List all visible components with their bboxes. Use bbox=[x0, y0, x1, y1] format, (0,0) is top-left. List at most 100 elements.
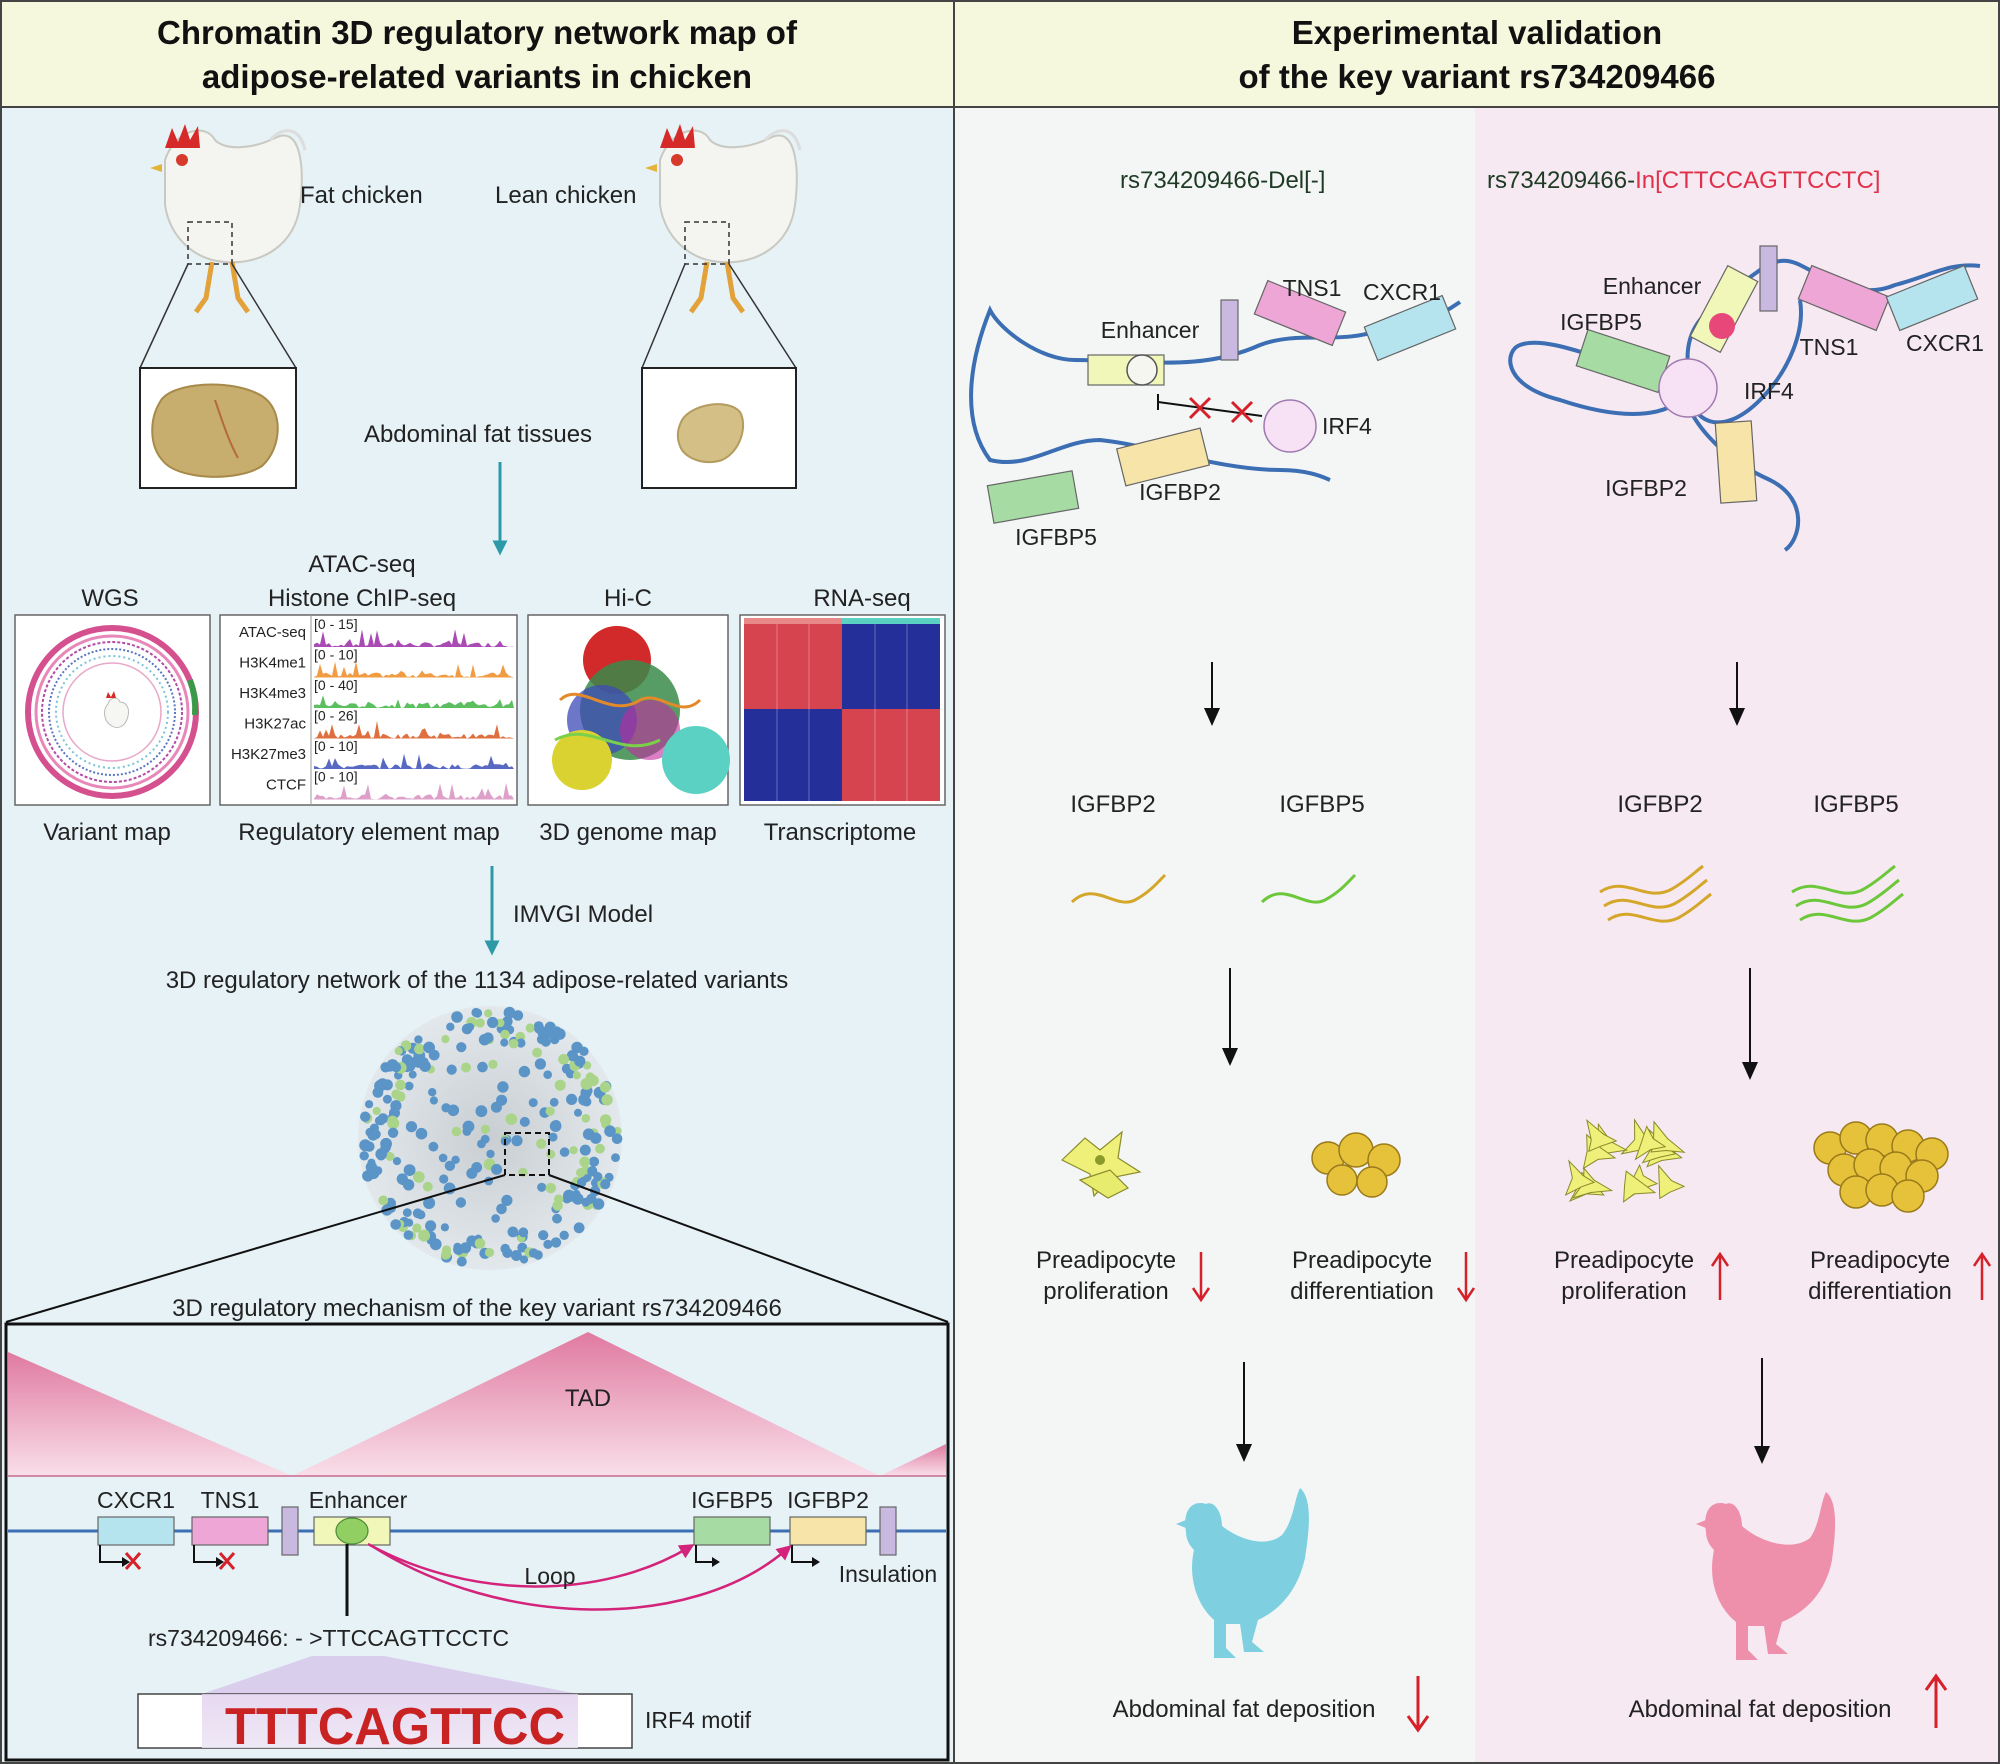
track-range: [0 - 10] bbox=[314, 738, 358, 754]
rnaseq-label: RNA-seq bbox=[813, 585, 910, 612]
network-node bbox=[391, 1062, 402, 1073]
network-node bbox=[365, 1100, 374, 1109]
track-range: [0 - 10] bbox=[314, 769, 358, 785]
ins-fat-deposition: Abdominal fat deposition bbox=[1629, 1696, 1892, 1723]
network-node bbox=[537, 1026, 549, 1038]
network-node bbox=[423, 1041, 435, 1054]
network-node bbox=[487, 1016, 499, 1029]
zoom-line-left bbox=[5, 1174, 506, 1323]
network-node bbox=[518, 1227, 529, 1238]
del-igfbp2-label: IGFBP2 bbox=[1139, 479, 1221, 505]
network-node bbox=[576, 1168, 586, 1178]
deletion-panel-bg bbox=[954, 107, 1475, 1763]
del-prolif-line2: proliferation bbox=[1043, 1278, 1168, 1305]
del-igfbp5-mrna bbox=[1260, 873, 1357, 904]
network-node bbox=[593, 1172, 603, 1182]
proliferating-cell bbox=[1658, 1164, 1686, 1200]
network-node bbox=[532, 1047, 543, 1058]
network-node bbox=[505, 1113, 518, 1125]
network-node bbox=[451, 1011, 463, 1023]
network-node bbox=[428, 1141, 439, 1152]
network-node bbox=[491, 1163, 503, 1175]
network-node bbox=[441, 1035, 450, 1044]
mech-cxcr1-label: CXCR1 bbox=[97, 1487, 175, 1513]
network-node bbox=[466, 1235, 478, 1247]
network-node bbox=[360, 1111, 371, 1122]
del-igfbp5-box bbox=[986, 470, 1080, 524]
network-node bbox=[415, 1127, 428, 1140]
network-node bbox=[581, 1197, 591, 1207]
network-node bbox=[588, 1156, 600, 1167]
ins-igfbp5-mrna bbox=[1791, 864, 1904, 923]
del-prolif-line1: Preadipocyte bbox=[1036, 1247, 1176, 1274]
network-node bbox=[385, 1152, 395, 1161]
mechanism-title: 3D regulatory mechanism of the key varia… bbox=[172, 1295, 782, 1322]
genome-map-caption: 3D genome map bbox=[539, 819, 716, 846]
network-node bbox=[419, 1060, 431, 1072]
network-node bbox=[546, 1149, 556, 1159]
network-node bbox=[525, 1023, 535, 1033]
motif-zoom-wedge bbox=[202, 1656, 578, 1694]
insulator-left bbox=[281, 1506, 299, 1556]
network-node bbox=[500, 1038, 509, 1047]
network-node bbox=[429, 1096, 438, 1105]
network-node bbox=[519, 1116, 530, 1127]
network-node bbox=[480, 1134, 490, 1144]
network-node bbox=[423, 1197, 436, 1209]
loop-to-igfbp5 bbox=[367, 1542, 695, 1588]
network-node bbox=[599, 1081, 611, 1093]
track-range: [0 - 26] bbox=[314, 708, 358, 724]
network-node bbox=[408, 1070, 417, 1079]
track-name: H3K4me3 bbox=[239, 685, 306, 702]
mech-igfbp2-label: IGFBP2 bbox=[787, 1487, 869, 1513]
network-node bbox=[486, 1149, 495, 1159]
network-node bbox=[508, 1038, 519, 1049]
network-node bbox=[488, 1059, 498, 1069]
network-node bbox=[566, 1093, 578, 1105]
network-node bbox=[590, 1132, 602, 1144]
network-node bbox=[518, 1065, 531, 1078]
network-node bbox=[377, 1117, 386, 1126]
variant-sequence: rs734209466: - >TTCCAGTTCCTC bbox=[148, 1625, 509, 1651]
network-node bbox=[491, 1214, 500, 1223]
igfbp2-box bbox=[789, 1516, 867, 1546]
del-irf4-label: IRF4 bbox=[1322, 413, 1372, 439]
network-node bbox=[543, 1239, 553, 1249]
network-node bbox=[549, 1097, 559, 1107]
loop-label: Loop bbox=[524, 1563, 575, 1589]
ins-tns1-box bbox=[1797, 264, 1891, 332]
network-node bbox=[428, 1088, 437, 1097]
del-adipocytes bbox=[1311, 1132, 1401, 1198]
network-node bbox=[574, 1055, 586, 1067]
network-node bbox=[446, 1064, 457, 1075]
network-node bbox=[405, 1121, 418, 1133]
right-header-bg bbox=[954, 1, 1999, 107]
network-node bbox=[490, 1101, 502, 1113]
ins-irf4-label: IRF4 bbox=[1744, 378, 1794, 404]
network-node bbox=[554, 1079, 566, 1091]
del-irf4 bbox=[1263, 399, 1317, 453]
network-node bbox=[611, 1133, 623, 1144]
network-node bbox=[455, 1197, 467, 1208]
ins-adipocytes bbox=[1813, 1121, 1949, 1213]
del-fat-deposition: Abdominal fat deposition bbox=[1113, 1696, 1376, 1723]
ins-prolif-line1: Preadipocyte bbox=[1554, 1247, 1694, 1274]
del-chromatin-loop bbox=[969, 279, 1462, 524]
hic-3d-genome-panel bbox=[527, 614, 730, 806]
del-tns1-label: TNS1 bbox=[1283, 275, 1342, 301]
network-node bbox=[392, 1157, 402, 1166]
network-node bbox=[474, 1238, 486, 1249]
network-node bbox=[390, 1219, 402, 1230]
del-lean-chicken-silhouette bbox=[1176, 1488, 1309, 1658]
del-preadipocytes bbox=[1060, 1130, 1142, 1199]
ins-label: rs734209466-In[CTTCCAGTTCCTC] bbox=[1487, 167, 1880, 194]
del-enhancer-label: Enhancer bbox=[1101, 317, 1200, 343]
del-igfbp2-mrna bbox=[1070, 873, 1167, 904]
del-tns1-box bbox=[1253, 279, 1347, 347]
ins-igfbp2-text: IGFBP2 bbox=[1617, 791, 1702, 818]
ins-insulator bbox=[1759, 245, 1778, 312]
network-node bbox=[595, 1143, 605, 1154]
network-node bbox=[550, 1237, 562, 1248]
track-signal bbox=[314, 753, 514, 769]
